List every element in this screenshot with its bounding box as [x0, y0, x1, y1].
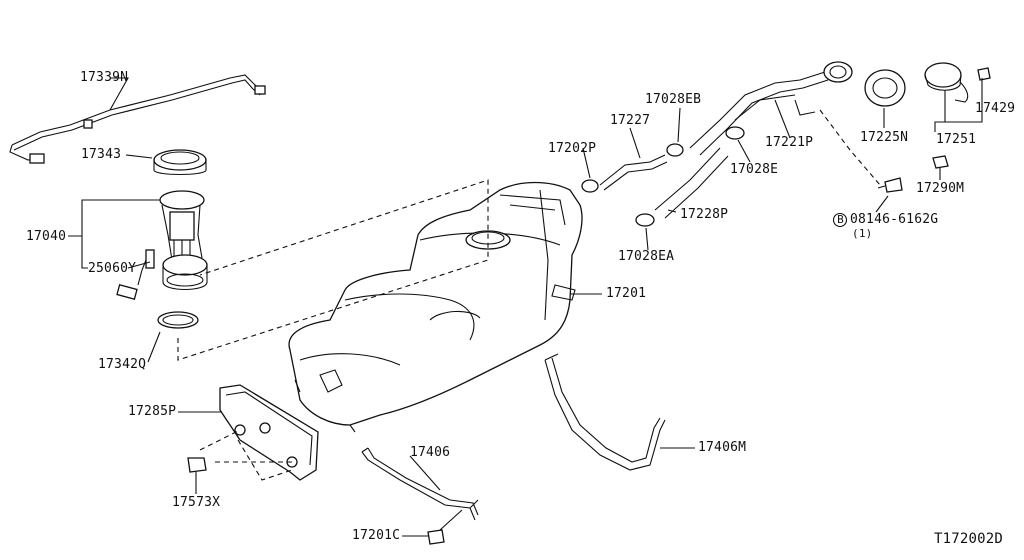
protector-plate [199, 384, 319, 481]
label-17339N: 17339N [80, 70, 129, 85]
label-17201C: 17201C [352, 528, 401, 543]
label-17028E: 17028E [730, 162, 779, 177]
filler-bolt [877, 177, 903, 193]
leader-lines [68, 77, 983, 537]
label-17573X: 17573X [172, 495, 221, 510]
bolt [187, 457, 207, 480]
label-17285P: 17285P [128, 404, 177, 419]
label-plate [932, 155, 949, 169]
fuel-pump-assembly [116, 190, 208, 300]
label-17028EB: 17028EB [645, 92, 702, 107]
label-17201: 17201 [606, 286, 647, 301]
label-17221P: 17221P [765, 135, 814, 150]
label-08146: 08146-6162G [850, 212, 939, 227]
hose-17228P [654, 147, 729, 219]
filler-tube [689, 61, 853, 156]
bolt-prefix-letter: B [837, 213, 844, 226]
filler-to-bolt-dashed-line [819, 109, 881, 186]
vapor-tube [9, 74, 266, 164]
cap-tether [977, 67, 991, 81]
label-17202P: 17202P [548, 141, 597, 156]
label-17429: 17429 [975, 101, 1016, 116]
filler-seal [864, 69, 906, 107]
label-17290M: 17290M [916, 181, 965, 196]
diagram-code: T172002D [934, 531, 1004, 547]
filler-cap [924, 62, 969, 103]
label-17227: 17227 [610, 113, 651, 128]
clamp-17028EA [635, 213, 655, 227]
clamp-17028E [725, 126, 745, 140]
label-17028EA: 17028EA [618, 249, 675, 264]
gasket [157, 311, 199, 329]
label-17406: 17406 [410, 445, 451, 460]
label-17406M: 17406M [698, 440, 747, 455]
lock-ring [153, 149, 207, 176]
clamp-17202P [581, 179, 599, 193]
label-17342Q: 17342Q [98, 357, 147, 372]
label-17228P: 17228P [680, 207, 729, 222]
label-17343: 17343 [81, 147, 122, 162]
fuel-tank-band-17406 [361, 447, 479, 521]
label-17225N: 17225N [860, 130, 909, 145]
fuel-tank-band-17406M [544, 353, 666, 471]
label-25060Y: 25060Y [88, 261, 137, 276]
fuel-tank [288, 181, 583, 433]
label-17040: 17040 [26, 229, 67, 244]
label-08146-qty: (1) [852, 227, 873, 240]
bolt-prefix-circle [832, 212, 848, 228]
hose-17227 [599, 154, 668, 191]
clamp-17028EB [666, 143, 684, 157]
label-17251: 17251 [936, 132, 977, 147]
band-bolt [427, 509, 463, 545]
